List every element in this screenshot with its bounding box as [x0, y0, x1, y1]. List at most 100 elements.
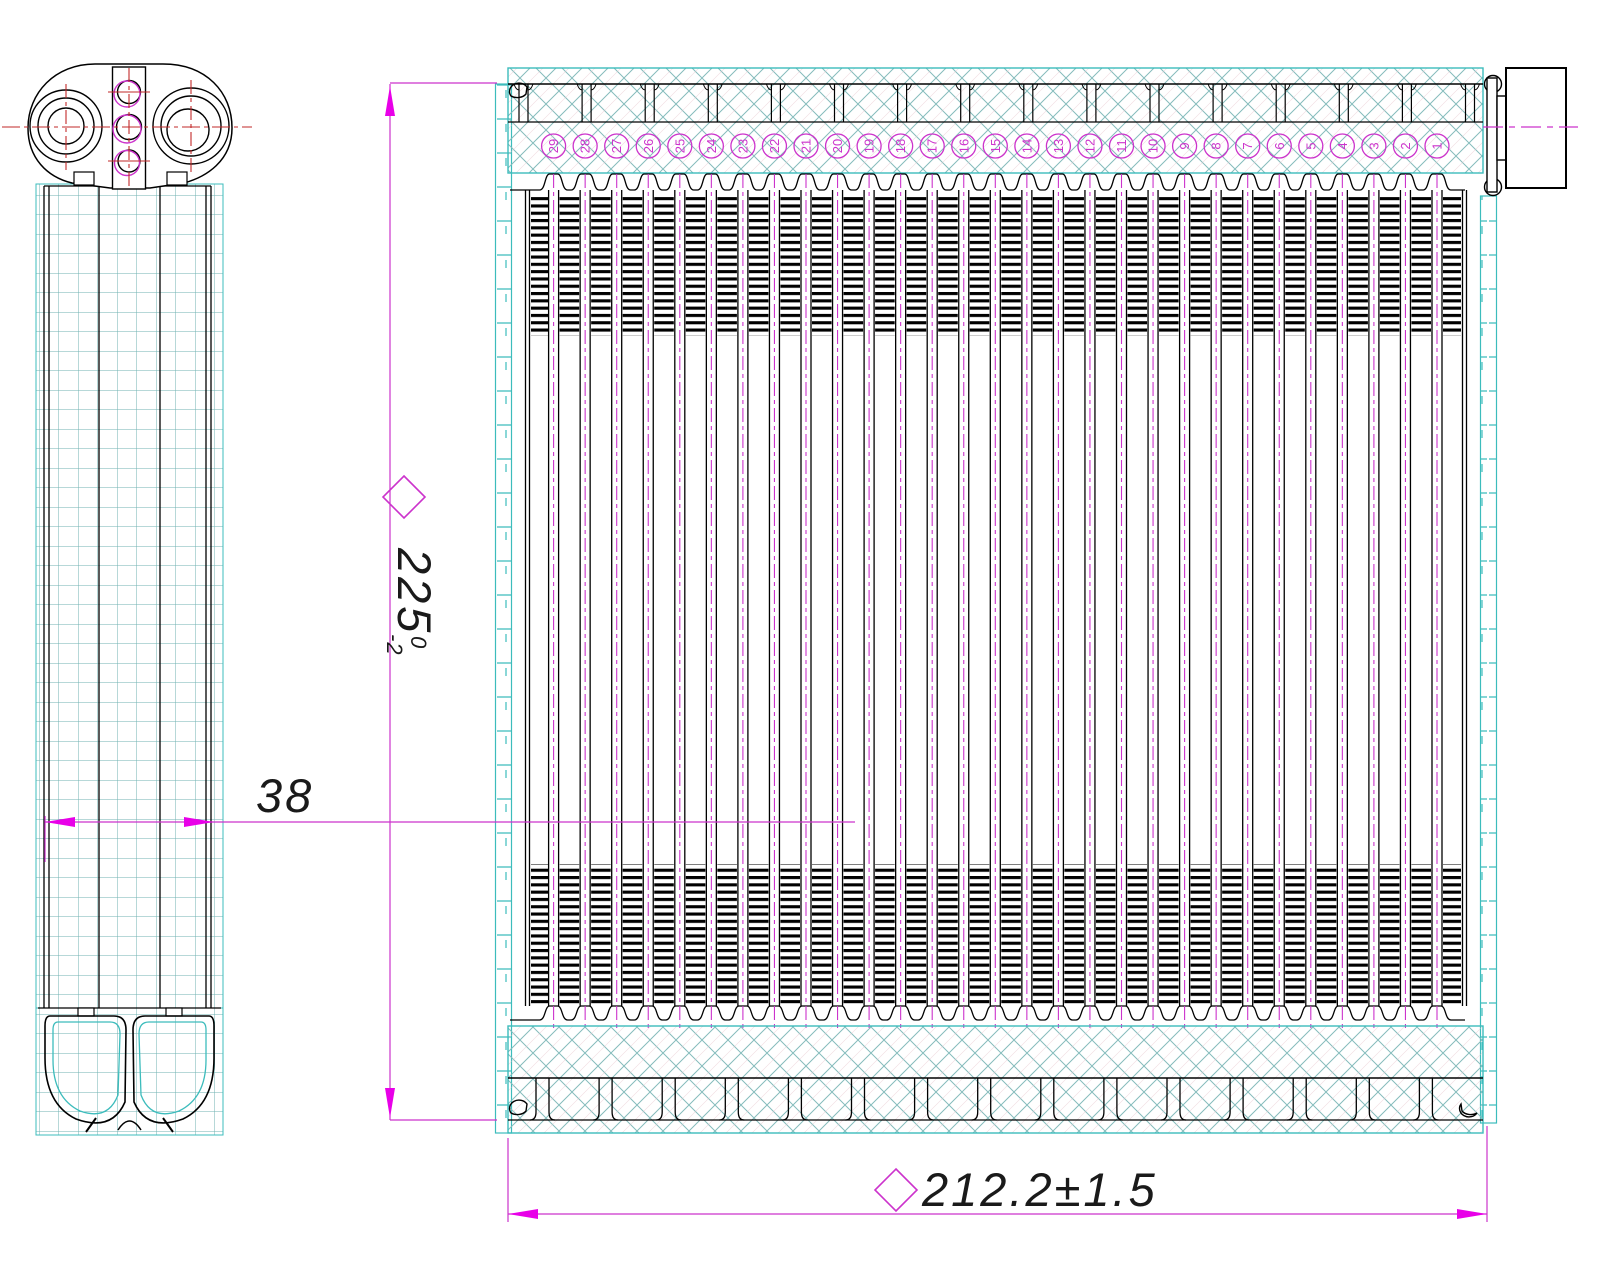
top-tank-castellation — [508, 83, 1483, 123]
tank-slot — [1034, 1078, 1060, 1121]
tube-number-circle — [1171, 133, 1198, 159]
castellation-notch — [702, 83, 723, 91]
tube-number-circle — [951, 133, 977, 159]
castellation-notch — [1333, 83, 1354, 91]
fin-louvers — [1348, 196, 1368, 336]
tube-number-label: 17 — [925, 139, 940, 153]
castellation-notch — [1396, 83, 1417, 91]
tank-slot — [845, 1078, 871, 1121]
tube-number-circle — [1298, 133, 1324, 159]
diamond-symbol-height — [381, 474, 427, 520]
fin-louvers — [1064, 864, 1084, 1004]
tube-number-label: 18 — [893, 139, 908, 153]
tube-number-label: 5 — [1303, 142, 1318, 149]
side-view — [2, 63, 252, 1136]
side-body-fin-area — [35, 183, 224, 1009]
fin-louvers — [780, 196, 800, 336]
side-bottom-fin-area — [35, 1007, 224, 1136]
fin-louvers — [717, 196, 737, 336]
fin-louvers — [531, 864, 548, 1004]
fin-louvers — [1001, 864, 1021, 1004]
tube-number-circle — [698, 133, 724, 159]
header-plate-top — [510, 173, 1465, 191]
castellation-notch — [576, 83, 597, 91]
fin-louvers — [1253, 196, 1274, 336]
tube-number-label: 6 — [1272, 142, 1287, 149]
dimension-height: 225 0 -2 — [381, 82, 497, 1121]
tube-number-label: 3 — [1366, 142, 1381, 149]
dim-height-tol-upper: 0 — [406, 636, 431, 649]
fin-louvers — [1095, 864, 1116, 1004]
tube-number-label: 26 — [641, 139, 656, 153]
tube-number-circle — [1203, 133, 1229, 159]
tube-number-label: 16 — [956, 139, 971, 153]
diamond-symbol-width — [873, 1167, 919, 1213]
tube-number-label: 20 — [830, 139, 845, 153]
tube-number-circle — [1140, 133, 1166, 159]
fin-louvers — [780, 864, 800, 1004]
tube-number-label: 23 — [735, 139, 750, 153]
inlet-fitting — [1483, 67, 1578, 197]
fin-louvers — [812, 196, 832, 336]
tube-number-circle — [793, 133, 819, 159]
fin-louvers — [622, 864, 643, 1004]
tubes — [547, 174, 1443, 1032]
castellation-notch — [829, 83, 849, 91]
fin-louvers — [748, 864, 769, 1004]
fin-louvers — [812, 864, 832, 1004]
fin-louver-bands — [531, 196, 1461, 1004]
bottom-tank — [507, 1025, 1484, 1134]
fin-louvers — [559, 864, 580, 1004]
tube-number-circle — [1392, 133, 1419, 159]
mount-clips — [508, 82, 1478, 1118]
tank-slot — [971, 1078, 997, 1121]
tube-number-label: 28 — [578, 139, 593, 153]
side-strip-hole-highlights — [112, 80, 142, 177]
tube-number-label: 14 — [1019, 139, 1034, 153]
tube-number-label: 29 — [546, 139, 561, 153]
tank-slot — [908, 1078, 934, 1121]
fin-louvers — [938, 864, 958, 1004]
castellation-notch — [765, 83, 786, 91]
fin-louvers — [1159, 864, 1179, 1004]
gasket-strip-left — [494, 83, 513, 1134]
tube-number-circle — [1329, 133, 1355, 159]
tube-number-label: 2 — [1398, 142, 1413, 149]
tank-slot — [1160, 1078, 1187, 1121]
fin-louvers — [1190, 864, 1211, 1004]
tank-slot — [719, 1078, 745, 1121]
fin-louvers — [1285, 864, 1305, 1004]
fin-louvers — [969, 864, 990, 1004]
fin-louvers — [685, 196, 706, 336]
tank-slot — [1413, 1078, 1439, 1121]
tube-number-label: 13 — [1051, 139, 1066, 153]
tube-number-label: 7 — [1240, 142, 1255, 149]
fin-louvers — [906, 864, 927, 1004]
side-centerlines — [2, 68, 252, 188]
fin-louvers — [1316, 196, 1337, 336]
tube-number-label: 12 — [1082, 139, 1097, 153]
fin-louvers — [843, 864, 864, 1004]
tube-number-circle — [572, 133, 598, 159]
tube-number-circle — [761, 133, 788, 159]
tank-slot — [1224, 1078, 1250, 1121]
fin-louvers — [843, 196, 864, 336]
fin-louvers — [938, 196, 958, 336]
arrow-right — [1457, 1209, 1487, 1219]
castellation-notch — [1081, 83, 1102, 91]
castellation-notch — [1207, 83, 1228, 91]
fin-louvers — [1064, 196, 1084, 336]
header-plate-bottom — [510, 1005, 1465, 1021]
fin-louvers — [1411, 864, 1431, 1004]
fin-louvers — [1222, 864, 1242, 1004]
tank-slot — [1350, 1078, 1376, 1121]
tube-number-label: 15 — [988, 139, 1003, 153]
arrow-down — [385, 1088, 395, 1118]
tube-number-label: 25 — [672, 139, 687, 153]
castellation-notch — [1018, 83, 1039, 91]
fin-louvers — [1316, 864, 1337, 1004]
tube-number-label: 24 — [704, 139, 719, 153]
castellation-notch — [892, 83, 913, 91]
fin-louvers — [1032, 864, 1053, 1004]
